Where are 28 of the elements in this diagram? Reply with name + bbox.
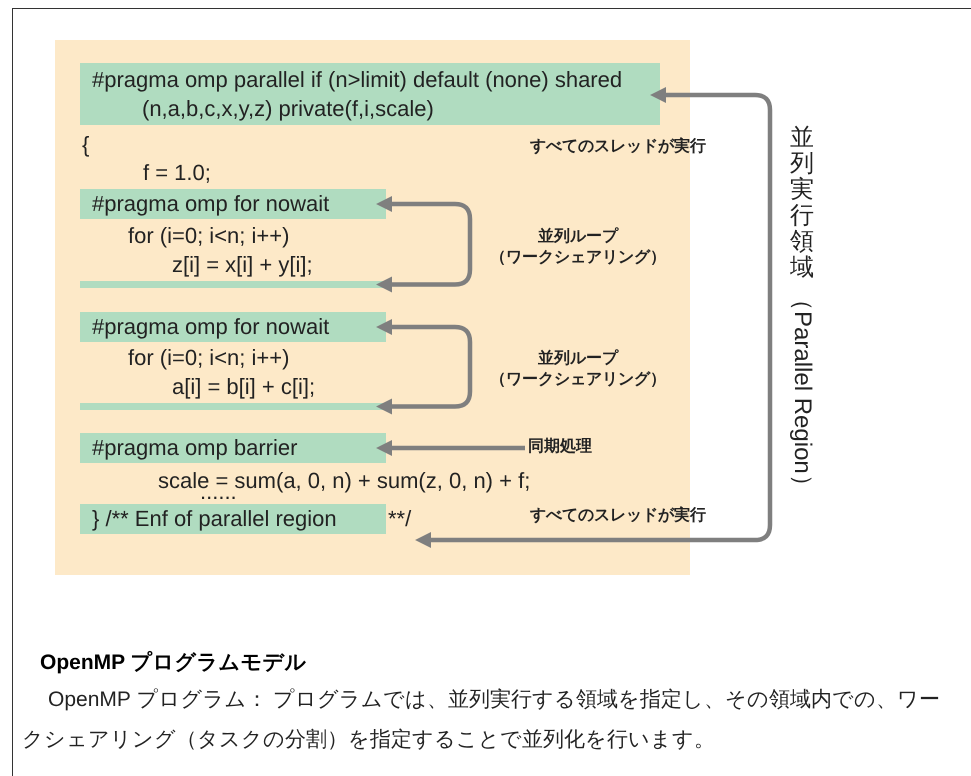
code-text: #pragma omp for nowait: [92, 313, 330, 341]
code-text: **/: [388, 505, 412, 533]
code-text: #pragma omp parallel if (n>limit) default (none) shared (n,a,b,c,x,y,z) private(f,i,scale): [92, 66, 624, 123]
edge-label: 並列ループ（ワークシェアリング）: [489, 348, 667, 390]
arrow: [376, 318, 472, 415]
code-text: #pragma omp barrier: [92, 434, 298, 462]
code-text: for (i=0; i<n; i++): [128, 222, 290, 250]
code-text: for (i=0; i<n; i++): [128, 344, 290, 372]
code-text: z[i] = x[i] + y[i];: [172, 251, 313, 279]
edge-label: 並列ループ（ワークシェアリング）: [489, 226, 667, 268]
arrow: [415, 86, 772, 548]
code-text: a[i] = b[i] + c[i];: [172, 373, 316, 401]
highlight-bar: [80, 189, 386, 219]
highlight-bar: [80, 312, 386, 342]
heading: OpenMP プログラムモデル: [40, 650, 307, 676]
arrow: [376, 196, 472, 293]
arrow: [376, 440, 525, 456]
code-text: #pragma omp for nowait: [92, 190, 330, 218]
highlight-bar: [80, 63, 660, 125]
annotation-text: 同期処理: [528, 436, 592, 457]
code-text: {: [82, 131, 90, 159]
edge-label: 並列実行領域（Parallel Region）: [788, 125, 817, 500]
annotation-text: すべてのスレッドが実行: [530, 136, 706, 157]
code-text: f = 1.0;: [143, 159, 211, 187]
annotation-text: すべてのスレッドが実行: [530, 505, 706, 526]
caption-paragraph: OpenMP プログラム： プログラムでは、並列実行する領域を指定し、その領域内での、ワークシェアリング（タスクの分割）を指定することで並列化を行います。: [22, 687, 942, 753]
code-text: } /** Enf of parallel region: [92, 505, 337, 533]
highlight-bar: [80, 433, 386, 463]
